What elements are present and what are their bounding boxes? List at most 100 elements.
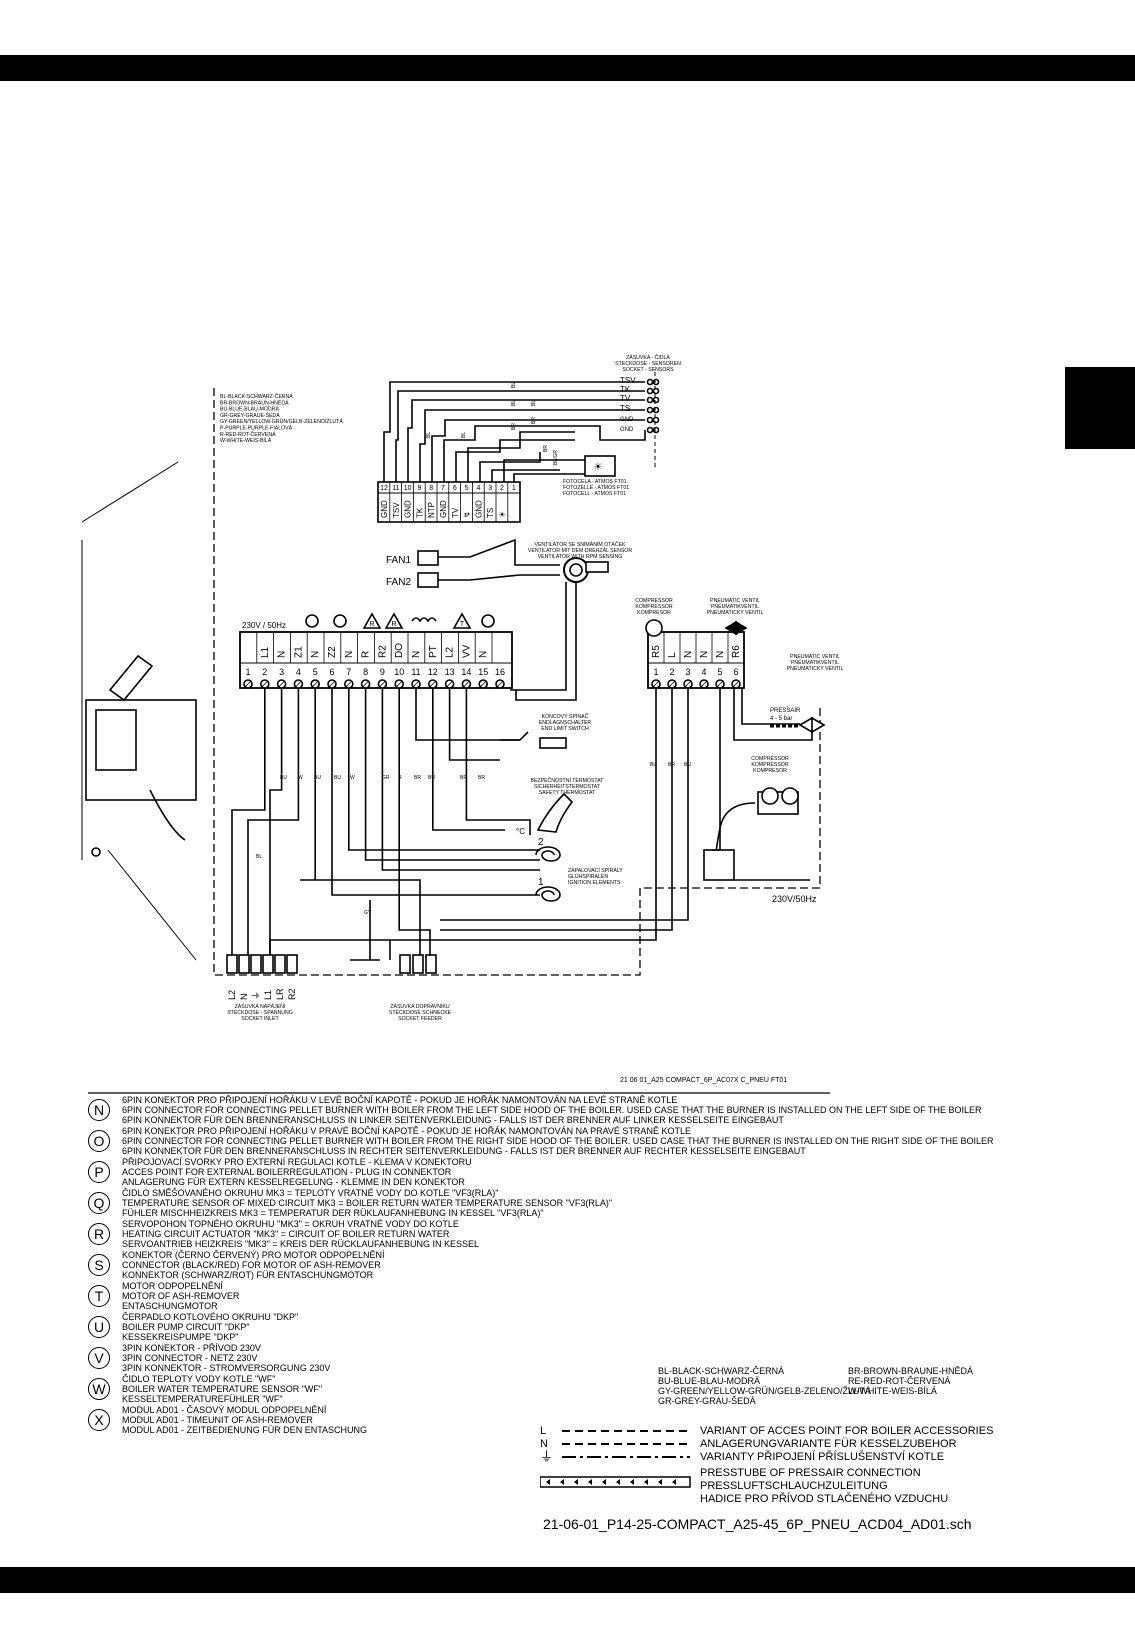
wire — [463, 680, 470, 688]
compressor-label-top: KOMPRESSOR — [635, 604, 672, 610]
terminal-16-number: 10 — [394, 667, 404, 677]
legend-text: KESSELTEMPERATUREFÜHLER "WF" — [122, 1394, 283, 1404]
wire-color-tag: BL — [461, 432, 467, 438]
terminal-12-number: 11 — [392, 485, 399, 492]
inlet-pin-label: L2 — [227, 990, 237, 1000]
terminal-12-label: ☀ — [498, 511, 507, 518]
legend-text: KONNEKTOR (SCHWARZ/ROT) FÜR ENTASCHUNGMO… — [122, 1270, 374, 1280]
end-switch-label: KONCOVÝ SPÍNAČ — [542, 713, 589, 720]
wire-color-tag: BL/GR — [553, 450, 559, 465]
fan1-label: FAN1 — [386, 555, 411, 566]
wire-color-tag: BU — [428, 775, 435, 781]
terminal-6-label: R5 — [651, 645, 662, 658]
legend-text: 6PIN KONEKTOR PRO PŘIPOJENÍ HOŘÁKU V LEV… — [122, 1095, 678, 1105]
legend-text: ENTASCHUNGMOTOR — [122, 1301, 218, 1311]
ignition-number: 1 — [538, 877, 544, 888]
fan-sensor-label: VENTILATOR WITH RPM SENSING — [538, 554, 623, 560]
feeder-pin — [399, 954, 411, 974]
wire — [515, 582, 577, 701]
wire — [496, 680, 504, 688]
inlet-pin-label: R2 — [287, 988, 297, 1000]
terminal-12-label: TSV — [392, 502, 401, 518]
legend-letter: X — [88, 1409, 110, 1431]
wire — [244, 680, 252, 688]
wire — [455, 439, 575, 482]
fan-motor-core — [569, 563, 583, 577]
sensor-label: TS — [620, 404, 630, 413]
variant-text-1: VARIANT OF ACCES POINT FOR BOILER ACCESS… — [700, 1425, 994, 1437]
tube-symbol — [540, 1476, 691, 1488]
terminal-6-label: L — [667, 652, 678, 658]
connector-s — [91, 847, 101, 857]
terminal-16-label: DO — [394, 643, 405, 658]
fan1-connector — [417, 550, 439, 566]
wire-color-tag: W — [350, 775, 355, 781]
sensor-pin — [652, 387, 660, 395]
legend-letter: O — [88, 1130, 110, 1152]
color-legend-item: W-WHITE-WEIS-BÍLÁ — [848, 1386, 937, 1396]
color-legend-top-item: GR-GREY-GRAUE-ŠEDÁ — [220, 412, 280, 419]
wire — [278, 680, 285, 688]
wire — [269, 688, 657, 960]
terminal-12-label: ↯ — [463, 511, 472, 518]
sensor-pin — [652, 426, 660, 434]
terminal-16-label: N — [310, 651, 321, 658]
terminal-6-number: 5 — [717, 667, 722, 677]
terminal-16-label: R — [361, 651, 372, 658]
sensor-pin — [652, 406, 660, 414]
inlet-pin-label: N — [239, 994, 249, 1001]
terminal-16-number: 3 — [279, 667, 284, 677]
drawing-code: 21 06 01_A25 COMPACT_6P_AC07X C_PNEU FT0… — [620, 1077, 787, 1084]
wire — [431, 419, 645, 482]
terminal-16-number: 4 — [296, 667, 301, 677]
wire — [231, 688, 266, 960]
wire — [213, 388, 821, 976]
terminal-16-number: 7 — [346, 667, 351, 677]
legend-text: ČIDLO SMĚŠOVANÉHO OKRUHU MK3 = TEPLOTY V… — [122, 1188, 499, 1198]
sensor-pin — [652, 378, 660, 386]
wire — [429, 680, 437, 688]
end-switch-label: ENDLAGNSCHALTER — [539, 720, 592, 726]
terminal-12-number: 3 — [488, 485, 492, 492]
terminal-12-label: GND — [439, 500, 448, 518]
sensor-pin — [646, 396, 654, 404]
terminal-6-label: N — [683, 651, 694, 658]
terminal-12-label: TK — [415, 507, 424, 518]
legend-letter: Q — [88, 1192, 110, 1214]
photocell-label: FOTOCELL - ATMOS FT01 — [563, 491, 626, 497]
wire — [364, 688, 540, 861]
pneu-valve-label-top: PNEUMATICKÝ VENTIL — [707, 609, 764, 616]
terminal-12-number: 10 — [404, 485, 412, 492]
inlet-pin — [286, 954, 298, 974]
wire — [652, 680, 660, 688]
pneu-valve-label-top: PNEUMATIKVENTIL — [711, 604, 759, 610]
safety-thermo-label: BEZPEČNOSTNÍ TERMOSTAT — [531, 777, 605, 784]
fan2-connector — [417, 572, 439, 588]
legend-text: ANLAGERUNG FÜR EXTERN KESSELREGELUNG - K… — [122, 1177, 465, 1187]
compressor-plug — [703, 849, 735, 881]
fan-icon — [481, 614, 495, 628]
terminal-6-number: 2 — [669, 667, 674, 677]
terminal-12-number: 8 — [429, 485, 433, 492]
compressor-label-bottom: KOMPRESOR — [753, 768, 787, 774]
wire-color-tag: GR — [382, 775, 390, 781]
wire — [412, 680, 420, 688]
safety-thermo-label: SICHERHEITSTERMOSTAT — [534, 784, 601, 790]
feeder-pin — [425, 954, 437, 974]
wire-color-tag: BR — [668, 762, 675, 768]
terminal-16-number: 12 — [428, 667, 438, 677]
wire-color-tag: BR — [543, 445, 549, 452]
legend-text: ČERPADLO KOTLOVÉHO OKRUHU "DKP" — [122, 1312, 299, 1322]
actuator-r: R — [391, 621, 396, 628]
pneu-valve-label-right: PNEUMATICKÝ VENTIL — [787, 665, 844, 672]
terminal-12-number: 9 — [417, 485, 421, 492]
legend-text: 3PIN KONNEKTOR - STROMVERSORGUNG 230V — [122, 1363, 331, 1373]
wire — [383, 381, 645, 482]
sensor-pin — [646, 426, 654, 434]
wire — [395, 680, 403, 688]
compressor-tank — [781, 787, 799, 805]
wire-color-tag: BR — [460, 775, 467, 781]
